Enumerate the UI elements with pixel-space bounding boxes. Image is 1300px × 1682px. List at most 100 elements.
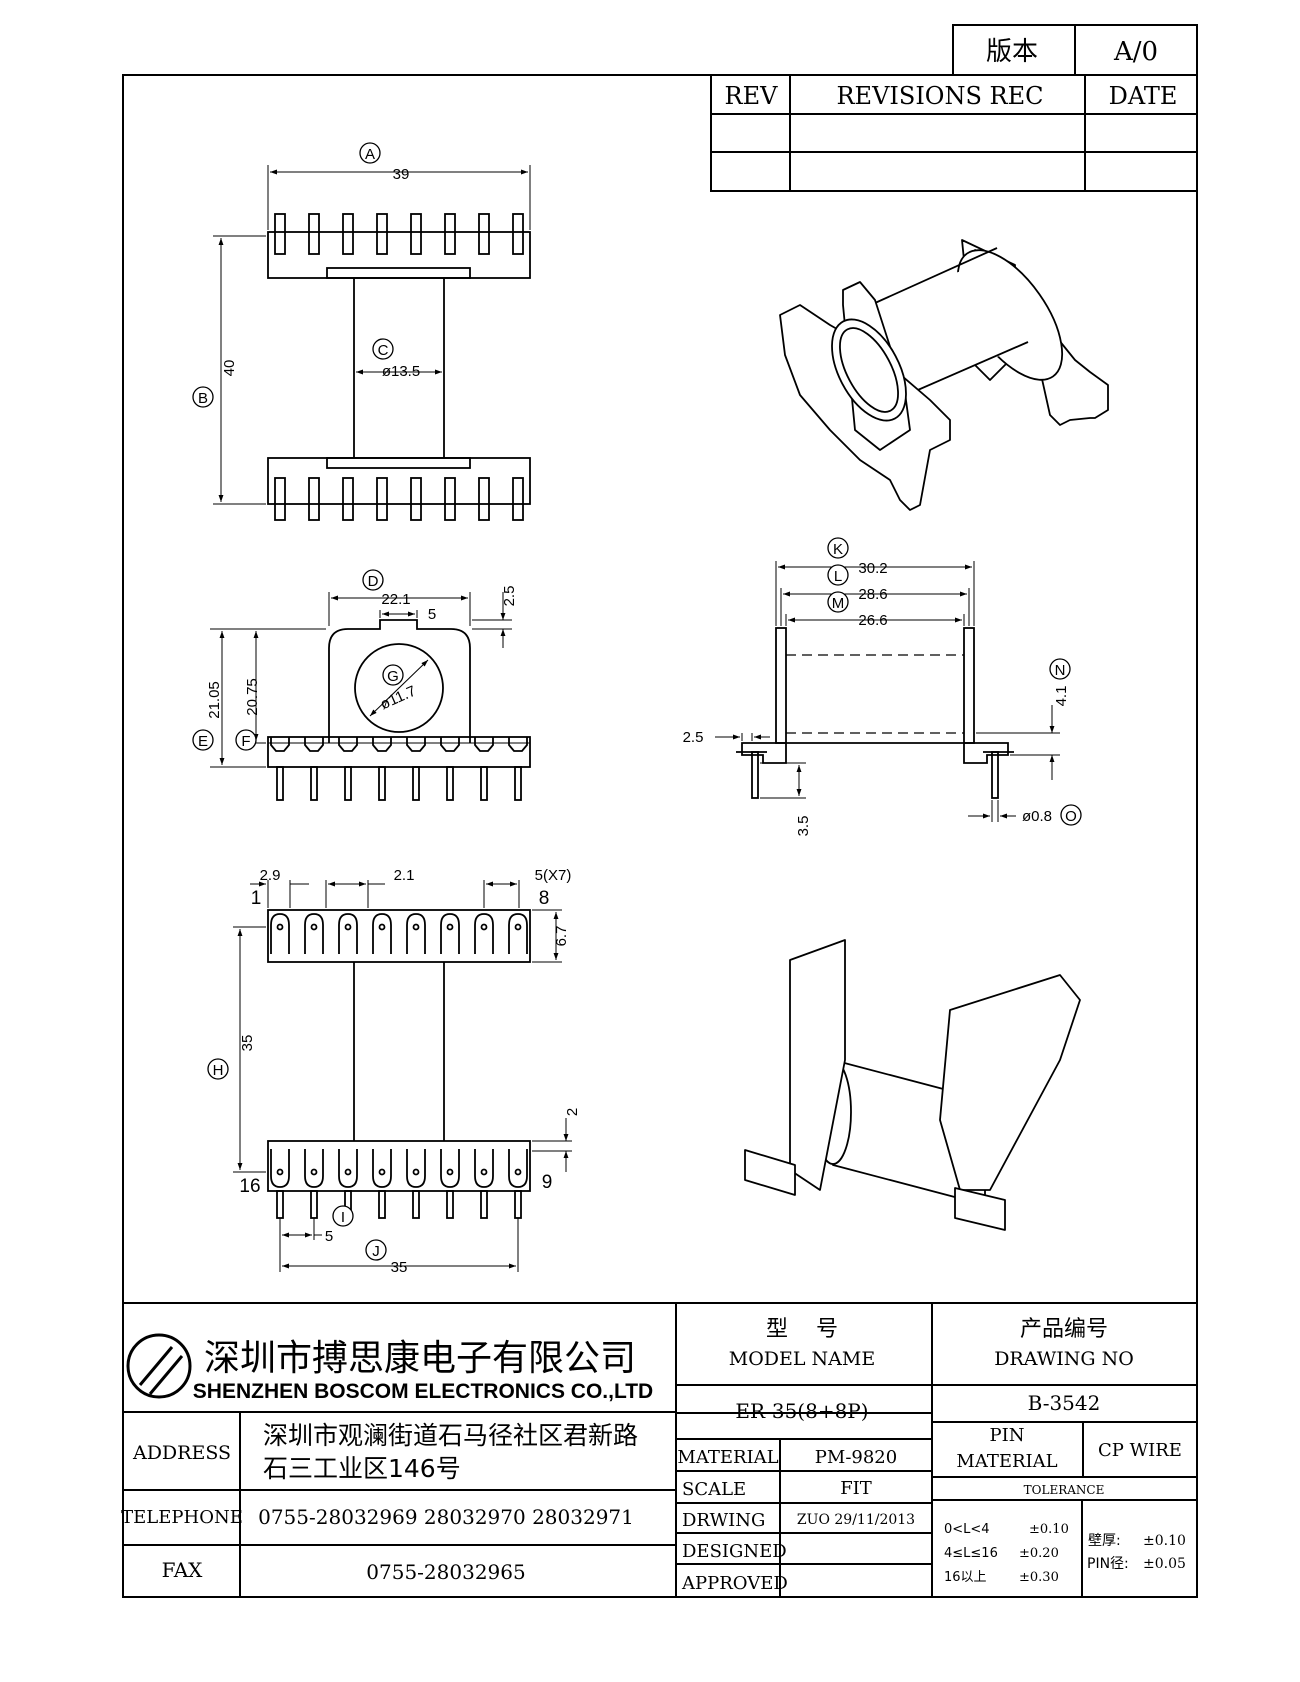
bottom-view-pin-dot (344, 923, 352, 931)
pin-material-label-1: PIN (990, 1425, 1025, 1446)
bottom-view-pin-slot (440, 1149, 460, 1188)
top-view-pin (376, 213, 388, 255)
date-header: DATE (1109, 82, 1178, 110)
bottom-view-pin-slot (406, 1149, 426, 1188)
dim-B: B 40 (192, 235, 266, 505)
address-line-1: 深圳市观澜街道石马径社区君新路 (263, 1421, 638, 1450)
tolerance-value-2: ±0.20 (1019, 1546, 1059, 1561)
drawing-no-cn: 产品编号 (1020, 1317, 1108, 1342)
front-view-pin (446, 766, 454, 801)
telephone-label: TELEPHONE (121, 1507, 243, 1528)
bottom-view-pin-dot (480, 1168, 488, 1176)
top-view-pin (512, 213, 524, 255)
dim-A-value: 39 (393, 166, 410, 183)
bottom-view-pin (310, 1190, 318, 1219)
bottom-view-pin-slot (440, 913, 460, 954)
tolerance-value-3: ±0.30 (1019, 1570, 1059, 1585)
pin-slot-value: 2.1 (394, 867, 415, 884)
version-box: 版本 A/0 (952, 24, 1198, 76)
company-name-cn: 深圳市搏思康电子有限公司 (204, 1338, 636, 1379)
dim-O: ø0.8 O (968, 800, 1082, 826)
isometric-view-bottom (744, 939, 1081, 1231)
model-name-cn: 型 号 (766, 1317, 838, 1342)
bottom-view-pin-dot (344, 1168, 352, 1176)
dim-G-letter: G (387, 668, 399, 685)
top-view-pin (274, 477, 286, 521)
bottom-view-pin (412, 1190, 420, 1219)
address-label: ADDRESS (132, 1442, 231, 1464)
bottom-view-pin-slot (270, 1149, 290, 1188)
front-view-pin-notch (372, 737, 392, 752)
bottom-view-pin-dot (378, 923, 386, 931)
bottom-view-pin (480, 1190, 488, 1219)
front-view-pin (344, 766, 352, 801)
flange-value: 2.5 (683, 729, 704, 746)
address-line-2: 石三工业区146号 (263, 1454, 461, 1483)
dim-N-value: 4.1 (1053, 686, 1070, 707)
tolerance-range-3: 16以上 (944, 1570, 987, 1585)
pin-label-9: 9 (542, 1172, 553, 1193)
telephone-value: 0755-28032969 28032970 28032971 (258, 1505, 634, 1529)
bottom-view-pin-dot (412, 1168, 420, 1176)
bottom-view (267, 909, 531, 1219)
designed-label: DESIGNED (682, 1541, 787, 1562)
bottom-view-pin-slot (372, 913, 392, 954)
dim-D-letter: D (368, 573, 379, 590)
pitch-note-value: 5(X7) (535, 867, 572, 884)
dim-slot-width: 5 (379, 606, 436, 623)
front-view-pin (514, 766, 522, 801)
dim-pin-slot: 2.1 (325, 867, 415, 908)
dim-G: G ø11.7 (369, 659, 429, 717)
pin-material-label-2: MATERIAL (956, 1451, 1057, 1472)
tolerance-range-2: 4≤L≤16 (944, 1546, 998, 1561)
bottom-view-pin-dot (276, 1168, 284, 1176)
bottom-view-pin-dot (446, 923, 454, 931)
dim-edge: 2.9 (250, 867, 309, 908)
dim-M: M 26.6 (785, 591, 965, 629)
dim-F: F 20.75 (235, 631, 266, 751)
top-view-pin (308, 213, 320, 255)
rev-header: REV (725, 82, 779, 110)
bottom-view-pin-slot (508, 1149, 528, 1188)
bottom-view-pin (378, 1190, 386, 1219)
company-name-en: SHENZHEN BOSCOM ELECTRONICS CO.,LTD (193, 1380, 653, 1403)
dim-O-letter: O (1065, 808, 1077, 825)
drawing-no-en: DRAWING NO (994, 1348, 1134, 1370)
approved-label: APPROVED (681, 1573, 788, 1594)
pin-material-value: CP WIRE (1098, 1440, 1182, 1461)
dim-D: D 22.1 (328, 569, 471, 626)
dim-K: K 30.2 (775, 537, 975, 626)
version-value: A/0 (1113, 37, 1158, 67)
tolerance-range-1: 0<L<4 (944, 1522, 990, 1537)
bottom-view-pin (514, 1190, 522, 1219)
dim-B-value: 40 (221, 360, 238, 377)
revisions-rec-header: REVISIONS REC (836, 82, 1043, 110)
dim-E-letter: E (198, 733, 208, 750)
dim-2: 2 (532, 1108, 581, 1172)
dim-K-letter: K (833, 541, 843, 558)
dim-I-value: 5 (325, 1228, 333, 1245)
tolerance-label: TOLERANCE (1024, 1483, 1105, 1497)
slot-width-value: 5 (428, 606, 436, 623)
top-view-pin (444, 213, 456, 255)
dim-F-letter: F (241, 733, 250, 750)
title-block-grid (123, 1302, 1197, 1597)
front-view-pin-notch (304, 737, 324, 752)
dim-L-value: 28.6 (858, 586, 887, 603)
wall-thickness-value: ±0.10 (1143, 1533, 1186, 1549)
bottom-view-pin-dot (412, 923, 420, 931)
bottom-view-pin-dot (446, 1168, 454, 1176)
front-view-pin-notch (338, 737, 358, 752)
bottom-view-pin-slot (338, 1149, 358, 1188)
top-view-pin (410, 477, 422, 521)
bottom-view-pin-dot (276, 923, 284, 931)
dim-pin-length: 3.5 (760, 762, 812, 836)
top-view-pin (308, 477, 320, 521)
front-view-pin (378, 766, 386, 801)
dim-slot-depth: 2.5 (472, 586, 518, 648)
dim-H-letter: H (213, 1062, 224, 1079)
pin-diameter-value: ±0.05 (1143, 1556, 1186, 1572)
dim-2-value: 2 (564, 1108, 581, 1116)
bottom-view-pin-dot (514, 923, 522, 931)
top-view-pin (410, 213, 422, 255)
